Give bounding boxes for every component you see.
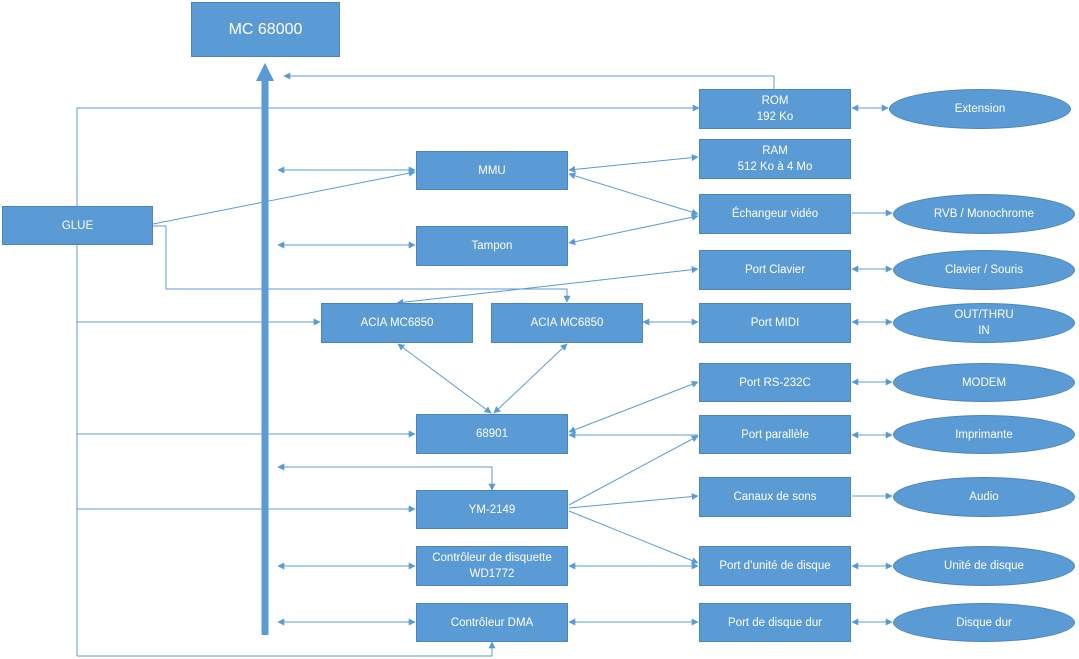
ym-parport-link — [568, 435, 699, 506]
ram-block: RAM 512 Ko à 4 Mo — [699, 139, 851, 179]
mmu-video-link — [568, 172, 699, 216]
glue-mmu-link — [152, 169, 416, 225]
rgb-monochrome-device: RVB / Monochrome — [893, 194, 1075, 234]
video-shifter: Échangeur vidéo — [699, 194, 851, 234]
printer-device: Imprimante — [893, 415, 1075, 454]
floppy-controller: Contrôleur de disquette WD1772 — [416, 546, 568, 586]
glue-chip: GLUE — [2, 206, 153, 245]
ym-sound-link — [568, 493, 699, 509]
extension-device: Extension — [889, 89, 1071, 129]
acia-mc6850-midi: ACIA MC6850 — [491, 303, 643, 343]
rom-block: ROM 192 Ko — [699, 89, 851, 129]
floppy-drive-device: Unité de disque — [893, 546, 1075, 586]
rs232-port: Port RS-232C — [699, 363, 851, 402]
acia2-mfp-link — [493, 343, 568, 414]
glue-rom-link — [76, 104, 700, 206]
acia-mc6850-keyboard: ACIA MC6850 — [321, 303, 473, 343]
kbdport-acia1-link — [396, 266, 699, 306]
glue-dma-link — [77, 641, 496, 657]
bus-ym-link — [277, 463, 496, 491]
keyboard-port: Port Clavier — [699, 250, 851, 290]
sound-channels: Canaux de sons — [699, 477, 851, 517]
hard-disk-device: Disque dur — [893, 603, 1075, 642]
mfp-68901: 68901 — [416, 414, 568, 454]
ym-fdport-link — [568, 510, 699, 564]
parallel-port: Port parallèle — [699, 415, 851, 454]
dma-controller: Contrôleur DMA — [416, 603, 568, 642]
tampon-video-link — [568, 213, 699, 246]
rom-cpu-link — [283, 72, 775, 89]
mmu-ram-link — [568, 154, 699, 173]
modem-device: MODEM — [893, 363, 1075, 402]
ym-2149-chip: YM-2149 — [416, 490, 568, 529]
midi-port: Port MIDI — [699, 303, 851, 343]
mfp-rs232-link — [568, 381, 699, 433]
keyboard-mouse-device: Clavier / Souris — [893, 250, 1075, 290]
acia1-mfp-link — [397, 343, 492, 414]
cpu-mc68000: MC 68000 — [191, 2, 340, 57]
audio-device: Audio — [893, 477, 1075, 517]
tampon-buffer: Tampon — [416, 226, 568, 266]
midi-out-thru-in-device: OUT/THRU IN — [893, 303, 1075, 343]
hard-disk-port: Port de disque dur — [699, 603, 851, 642]
floppy-port: Port d’unité de disque — [699, 546, 851, 586]
mmu-chip: MMU — [416, 151, 568, 190]
